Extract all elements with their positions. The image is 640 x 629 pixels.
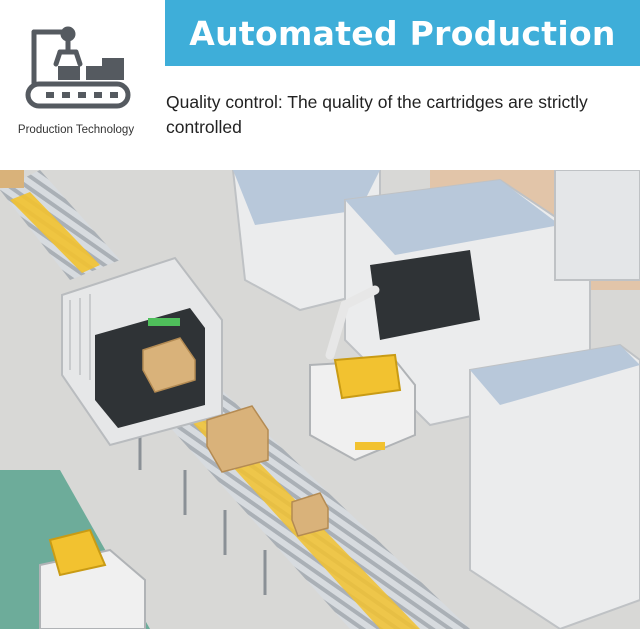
page-title: Automated Production (189, 13, 616, 53)
box-icon (0, 170, 24, 188)
logo-caption: Production Technology (17, 124, 135, 136)
box-icon (206, 405, 269, 473)
mobile-robot (39, 528, 146, 629)
title-banner: Automated Production (165, 0, 640, 66)
box-icon (291, 492, 329, 537)
robot-arm-conveyor-icon (25, 26, 131, 109)
scanner-gate (61, 256, 223, 447)
description-text: Quality control: The quality of the cart… (166, 92, 588, 137)
mobile-robot (309, 285, 416, 462)
box-icon (142, 337, 196, 393)
factory-floor-illustration (0, 170, 640, 629)
processing-machines (231, 170, 640, 629)
